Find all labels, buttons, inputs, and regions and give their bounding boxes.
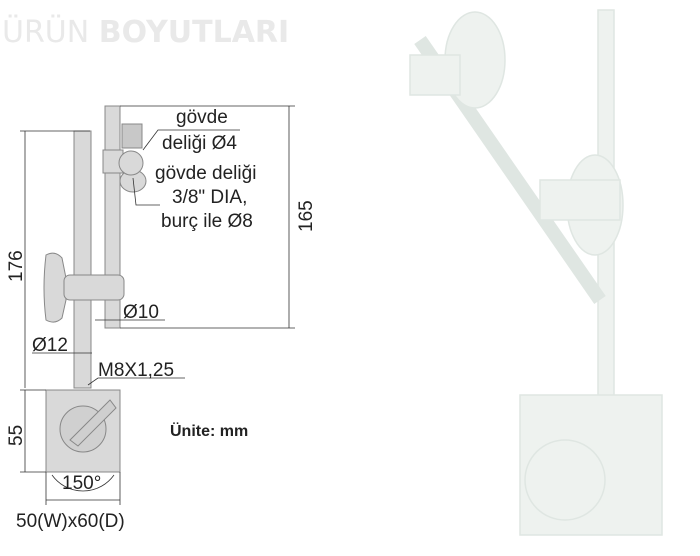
switch-handle bbox=[69, 399, 117, 447]
dimension-165: 165 bbox=[296, 200, 317, 232]
clamp-knob bbox=[43, 252, 67, 323]
holder-ball bbox=[118, 150, 144, 176]
page-title: ÜRÜN BOYUTLARI bbox=[2, 14, 289, 50]
dimension-d10: Ø10 bbox=[123, 302, 159, 323]
stand-parts bbox=[43, 105, 147, 473]
angle-label: 150° bbox=[62, 473, 101, 494]
base-size-label: 50(W)x60(D) bbox=[16, 511, 125, 532]
body-hole-label-2b: 3/8" DIA, bbox=[172, 187, 247, 208]
body-hole-label-2c: burç ile Ø8 bbox=[161, 211, 253, 232]
body-hole-label-2a: gövde deliği bbox=[155, 163, 256, 184]
dimension-55: 55 bbox=[6, 425, 27, 446]
body-hole-label-1b: deliği Ø4 bbox=[162, 133, 237, 154]
dimension-176: 176 bbox=[6, 250, 27, 282]
main-rod bbox=[73, 130, 92, 389]
cross-clamp bbox=[63, 274, 125, 301]
faded-product-photo bbox=[409, 9, 663, 536]
unit-label: Ünite: mm bbox=[170, 421, 248, 440]
dimension-lines bbox=[20, 105, 295, 505]
body-hole-label-1a: gövde bbox=[176, 107, 228, 128]
thread-label: M8X1,25 bbox=[98, 360, 174, 381]
knurled-knob bbox=[121, 123, 143, 149]
dimension-d12: Ø12 bbox=[32, 335, 68, 356]
